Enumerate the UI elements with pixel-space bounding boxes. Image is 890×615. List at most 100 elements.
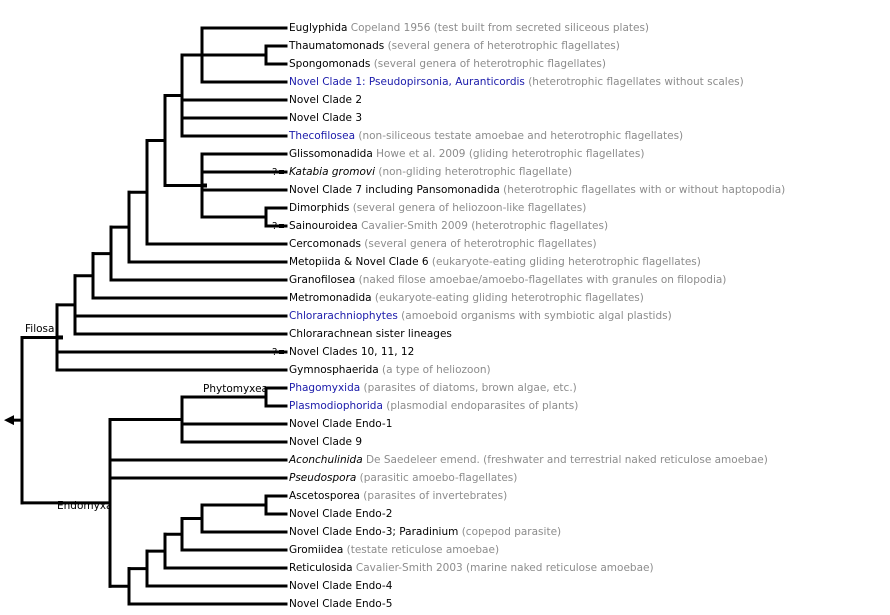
taxon-name: Chlorarachnean sister lineages (289, 328, 452, 340)
taxon-description: (plasmodial endoparasites of plants) (382, 400, 579, 412)
taxon-description: (several genera of heliozoon-like flagel… (349, 202, 587, 214)
taxon-name: Gromiidea (289, 544, 344, 556)
taxon-authority: De Saedeleer emend. (362, 454, 480, 466)
taxon-name: Novel Clades 10, 11, 12 (289, 346, 415, 358)
taxon-description: (heterotrophic flagellates without scale… (524, 76, 744, 88)
taxon-label: Dimorphids (several genera of heliozoon-… (289, 201, 586, 215)
taxon-name: Cercomonads (289, 238, 361, 250)
taxon-name: Granofilosea (289, 274, 356, 286)
taxon-label: Pseudospora (parasitic amoebo-flagellate… (289, 471, 517, 485)
taxon-label: Thaumatomonads (several genera of hetero… (289, 39, 620, 53)
taxon-description: (marine naked reticulose amoebae) (462, 562, 654, 574)
taxon-label: Ascetosporea (parasites of invertebrates… (289, 489, 507, 503)
taxon-name: Novel Clade Endo-4 (289, 580, 393, 592)
taxon-name: Phagomyxida (289, 382, 361, 394)
taxon-name: Spongomonads (289, 58, 371, 70)
taxon-label: Katabia gromovi (non-gliding heterotroph… (289, 165, 572, 179)
taxon-label: Cercomonads (several genera of heterotro… (289, 237, 597, 251)
taxon-description: (heterotrophic flagellates with or witho… (499, 184, 786, 196)
taxon-name: Novel Clade 2 (289, 94, 363, 106)
taxon-label: Chlorarachnean sister lineages (289, 327, 452, 341)
taxon-description: (a type of heliozoon) (378, 364, 491, 376)
taxon-description: (eukaryote-eating gliding heterotrophic … (371, 292, 644, 304)
taxon-name: Metopiida & Novel Clade 6 (289, 256, 429, 268)
taxon-name: Reticulosida (289, 562, 353, 574)
taxon-authority: Cavalier-Smith 2003 (352, 562, 463, 574)
taxon-name: Chlorarachniophytes (289, 310, 398, 322)
taxon-name: Novel Clade 7 including Pansomonadida (289, 184, 500, 196)
taxon-label: Novel Clade Endo-4 (289, 579, 392, 593)
taxon-name: Katabia gromovi (289, 166, 376, 178)
taxon-description: (non-gliding heterotrophic flagellate) (375, 166, 573, 178)
uncertain-placement-mark-novel-clades: ? (272, 347, 278, 358)
taxon-label: Granofilosea (naked filose amoebae/amoeb… (289, 273, 726, 287)
taxon-description: (amoeboid organisms with symbiotic algal… (397, 310, 672, 322)
taxon-description: (copepod parasite) (458, 526, 562, 538)
root-arrow-icon (4, 415, 14, 426)
taxon-label: Sainouroidea Cavalier-Smith 2009 (hetero… (289, 219, 608, 233)
taxon-label: Gymnosphaerida (a type of heliozoon) (289, 363, 491, 377)
uncertain-node-tick-filosa (58, 335, 63, 340)
taxon-description: (eukaryote-eating gliding heterotrophic … (428, 256, 701, 268)
taxon-label: Reticulosida Cavalier-Smith 2003 (marine… (289, 561, 654, 575)
taxon-label: Thecofilosea (non-siliceous testate amoe… (289, 129, 683, 143)
taxon-label: Novel Clades 10, 11, 12 (289, 345, 414, 359)
taxon-label: Phagomyxida (parasites of diatoms, brown… (289, 381, 577, 395)
taxon-label: Novel Clade Endo-2 (289, 507, 392, 521)
taxon-name: Thecofilosea (289, 130, 356, 142)
taxon-authority: Howe et al. 2009 (372, 148, 466, 160)
taxon-name: Dimorphids (289, 202, 350, 214)
taxon-label: Chlorarachniophytes (amoeboid organisms … (289, 309, 672, 323)
uncertain-placement-mark-katabia: ? (272, 167, 278, 178)
taxon-name: Novel Clade Endo-2 (289, 508, 393, 520)
taxon-name: Novel Clade 1: Pseudopirsonia, Aurantico… (289, 76, 525, 88)
taxon-description: (several genera of heterotrophic flagell… (360, 238, 597, 250)
taxon-description: (several genera of heterotrophic flagell… (384, 40, 620, 52)
taxon-name: Aconchulinida (289, 454, 363, 466)
taxon-name: Novel Clade Endo-3; Paradinium (289, 526, 459, 538)
taxon-label: Plasmodiophorida (plasmodial endoparasit… (289, 399, 578, 413)
taxon-label: Metromonadida (eukaryote-eating gliding … (289, 291, 644, 305)
taxon-description: (testate reticulose amoebae) (343, 544, 500, 556)
taxon-label: Glissomonadida Howe et al. 2009 (gliding… (289, 147, 644, 161)
taxon-name: Sainouroidea (289, 220, 358, 232)
uncertain-placement-mark-sainouroidea: ? (272, 221, 278, 232)
taxon-label: Novel Clade Endo-5 (289, 597, 392, 611)
taxon-description: (test built from secreted siliceous plat… (430, 22, 650, 34)
uncertain-tip-tick-katabia (279, 170, 284, 174)
taxon-name: Euglyphida (289, 22, 348, 34)
taxon-name: Ascetosporea (289, 490, 360, 502)
uncertain-tip-tick-sainouroidea (279, 224, 284, 228)
taxon-description: (heterotrophic flagellates) (467, 220, 609, 232)
taxon-label: Spongomonads (several genera of heterotr… (289, 57, 606, 71)
taxon-label: Novel Clade 7 including Pansomonadida (h… (289, 183, 785, 197)
taxon-label: Novel Clade 3 (289, 111, 362, 125)
phytomyxea-clade-label: Phytomyxea (203, 383, 268, 395)
taxon-name: Novel Clade 9 (289, 436, 363, 448)
taxon-label: Novel Clade 1: Pseudopirsonia, Aurantico… (289, 75, 744, 89)
taxon-authority: Copeland 1956 (347, 22, 431, 34)
taxon-label: Gromiidea (testate reticulose amoebae) (289, 543, 499, 557)
endomyxa-clade-label: Endomyxa (57, 500, 113, 512)
uncertain-tip-tick-novel-clades (279, 350, 284, 354)
taxon-name: Plasmodiophorida (289, 400, 383, 412)
taxon-name: Pseudospora (289, 472, 357, 484)
taxon-label: Metopiida & Novel Clade 6 (eukaryote-eat… (289, 255, 701, 269)
taxon-label: Aconchulinida De Saedeleer emend. (fresh… (289, 453, 768, 467)
filosa-clade-label: Filosa (25, 323, 55, 335)
taxon-name: Thaumatomonads (289, 40, 385, 52)
taxon-description: (gliding heterotrophic flagellates) (465, 148, 645, 160)
taxon-label: Euglyphida Copeland 1956 (test built fro… (289, 21, 649, 35)
taxon-name: Gymnosphaerida (289, 364, 379, 376)
taxon-description: (parasitic amoebo-flagellates) (356, 472, 518, 484)
taxon-description: (non-siliceous testate amoebae and heter… (355, 130, 684, 142)
taxon-description: (freshwater and terrestrial naked reticu… (479, 454, 768, 466)
taxon-description: (parasites of invertebrates) (359, 490, 508, 502)
taxon-name: Novel Clade Endo-1 (289, 418, 393, 430)
taxon-name: Glissomonadida (289, 148, 373, 160)
taxon-name: Novel Clade 3 (289, 112, 363, 124)
taxon-description: (several genera of heterotrophic flagell… (370, 58, 606, 70)
taxon-label: Novel Clade Endo-3; Paradinium (copepod … (289, 525, 561, 539)
taxon-label: Novel Clade 2 (289, 93, 362, 107)
